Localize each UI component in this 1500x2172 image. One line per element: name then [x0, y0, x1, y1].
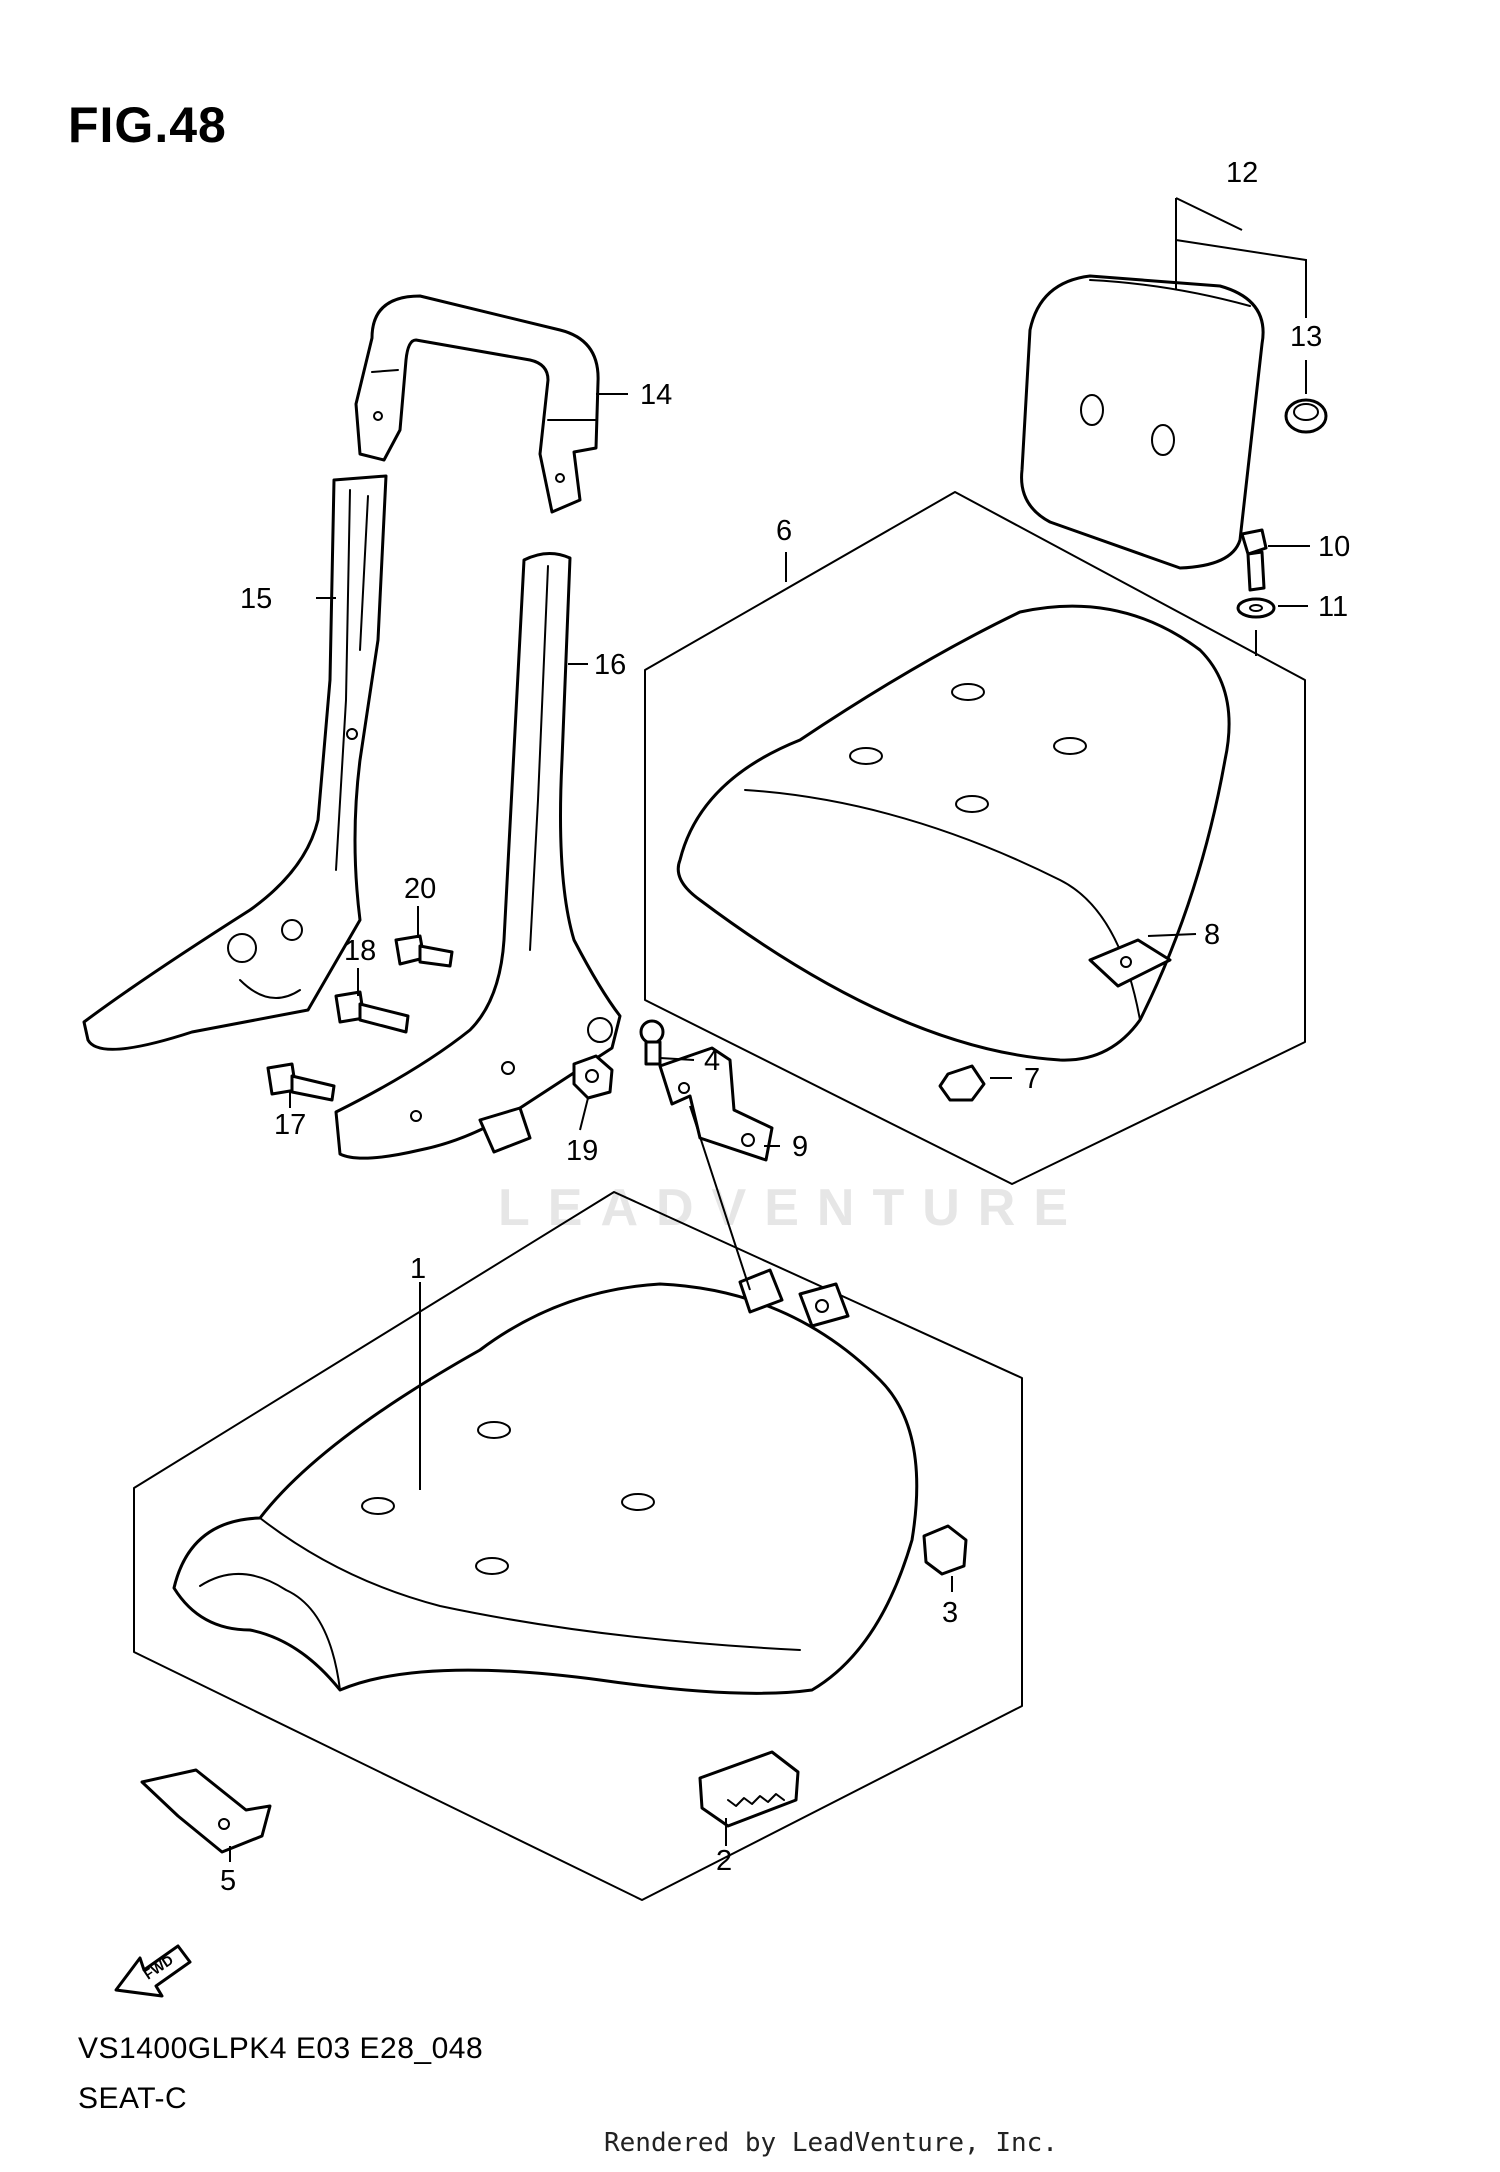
callout-18: 18 — [344, 935, 376, 967]
washer-part[interactable] — [1236, 597, 1276, 619]
rider-seat-part[interactable] — [172, 1268, 919, 1695]
callout-8: 8 — [1204, 919, 1220, 951]
callout-17: 17 — [274, 1109, 306, 1141]
callout-1: 1 — [410, 1253, 426, 1285]
nut-7-part[interactable] — [938, 1064, 986, 1102]
callouts: 1 2 3 4 5 6 7 8 9 10 11 12 13 14 15 16 1… — [220, 157, 1350, 1897]
rubber-block-part[interactable] — [698, 1750, 800, 1828]
callout-15: 15 — [240, 583, 272, 615]
grommet-part[interactable] — [1284, 398, 1328, 434]
bolt-4-part[interactable] — [639, 1019, 665, 1066]
leader-lines — [229, 197, 1310, 1862]
bolt-18-part[interactable] — [334, 990, 410, 1034]
callout-20: 20 — [404, 873, 436, 905]
plate-8-part[interactable] — [1088, 938, 1172, 988]
fwd-arrow-icon: FWD — [114, 1944, 192, 1998]
callout-11: 11 — [1318, 591, 1348, 623]
grab-handle-part[interactable] — [354, 294, 600, 514]
bolt-20-part[interactable] — [394, 934, 454, 968]
callout-5: 5 — [220, 1865, 236, 1897]
passenger-seat-group — [644, 491, 1306, 1185]
backrest-strut-right-part[interactable] — [334, 552, 622, 1160]
callout-10: 10 — [1318, 531, 1350, 563]
callout-9: 9 — [792, 1131, 808, 1163]
backrest-pad-part[interactable] — [1020, 274, 1265, 570]
callout-13: 13 — [1290, 321, 1322, 353]
bolt-17-part[interactable] — [266, 1062, 336, 1102]
callout-14: 14 — [640, 379, 672, 411]
callout-7: 7 — [1024, 1063, 1040, 1095]
callout-4: 4 — [704, 1045, 720, 1077]
section-name: SEAT-C — [78, 2082, 188, 2115]
watermark: LEADVENTURE — [498, 1179, 1087, 1237]
callout-16: 16 — [594, 649, 626, 681]
callout-6: 6 — [776, 515, 792, 547]
plate-5-part[interactable] — [140, 1768, 272, 1854]
bolt-10-part[interactable] — [1240, 528, 1268, 592]
credit-line: Rendered by LeadVenture, Inc. — [604, 2128, 1058, 2158]
callout-12: 12 — [1226, 157, 1258, 189]
nut-3-part[interactable] — [922, 1524, 968, 1576]
callout-2: 2 — [716, 1845, 732, 1877]
figure-title: FIG.48 — [68, 97, 227, 153]
callout-19: 19 — [566, 1135, 598, 1167]
callout-3: 3 — [942, 1597, 958, 1629]
backrest-strut-left-part[interactable] — [82, 474, 388, 1051]
rider-seat-group — [133, 1191, 1023, 1901]
model-code: VS1400GLPK4 E03 E28_048 — [78, 2032, 484, 2065]
nut-19-part[interactable] — [572, 1054, 614, 1100]
bracket-9-part[interactable] — [658, 1046, 774, 1162]
passenger-seat-part[interactable] — [676, 604, 1231, 1062]
